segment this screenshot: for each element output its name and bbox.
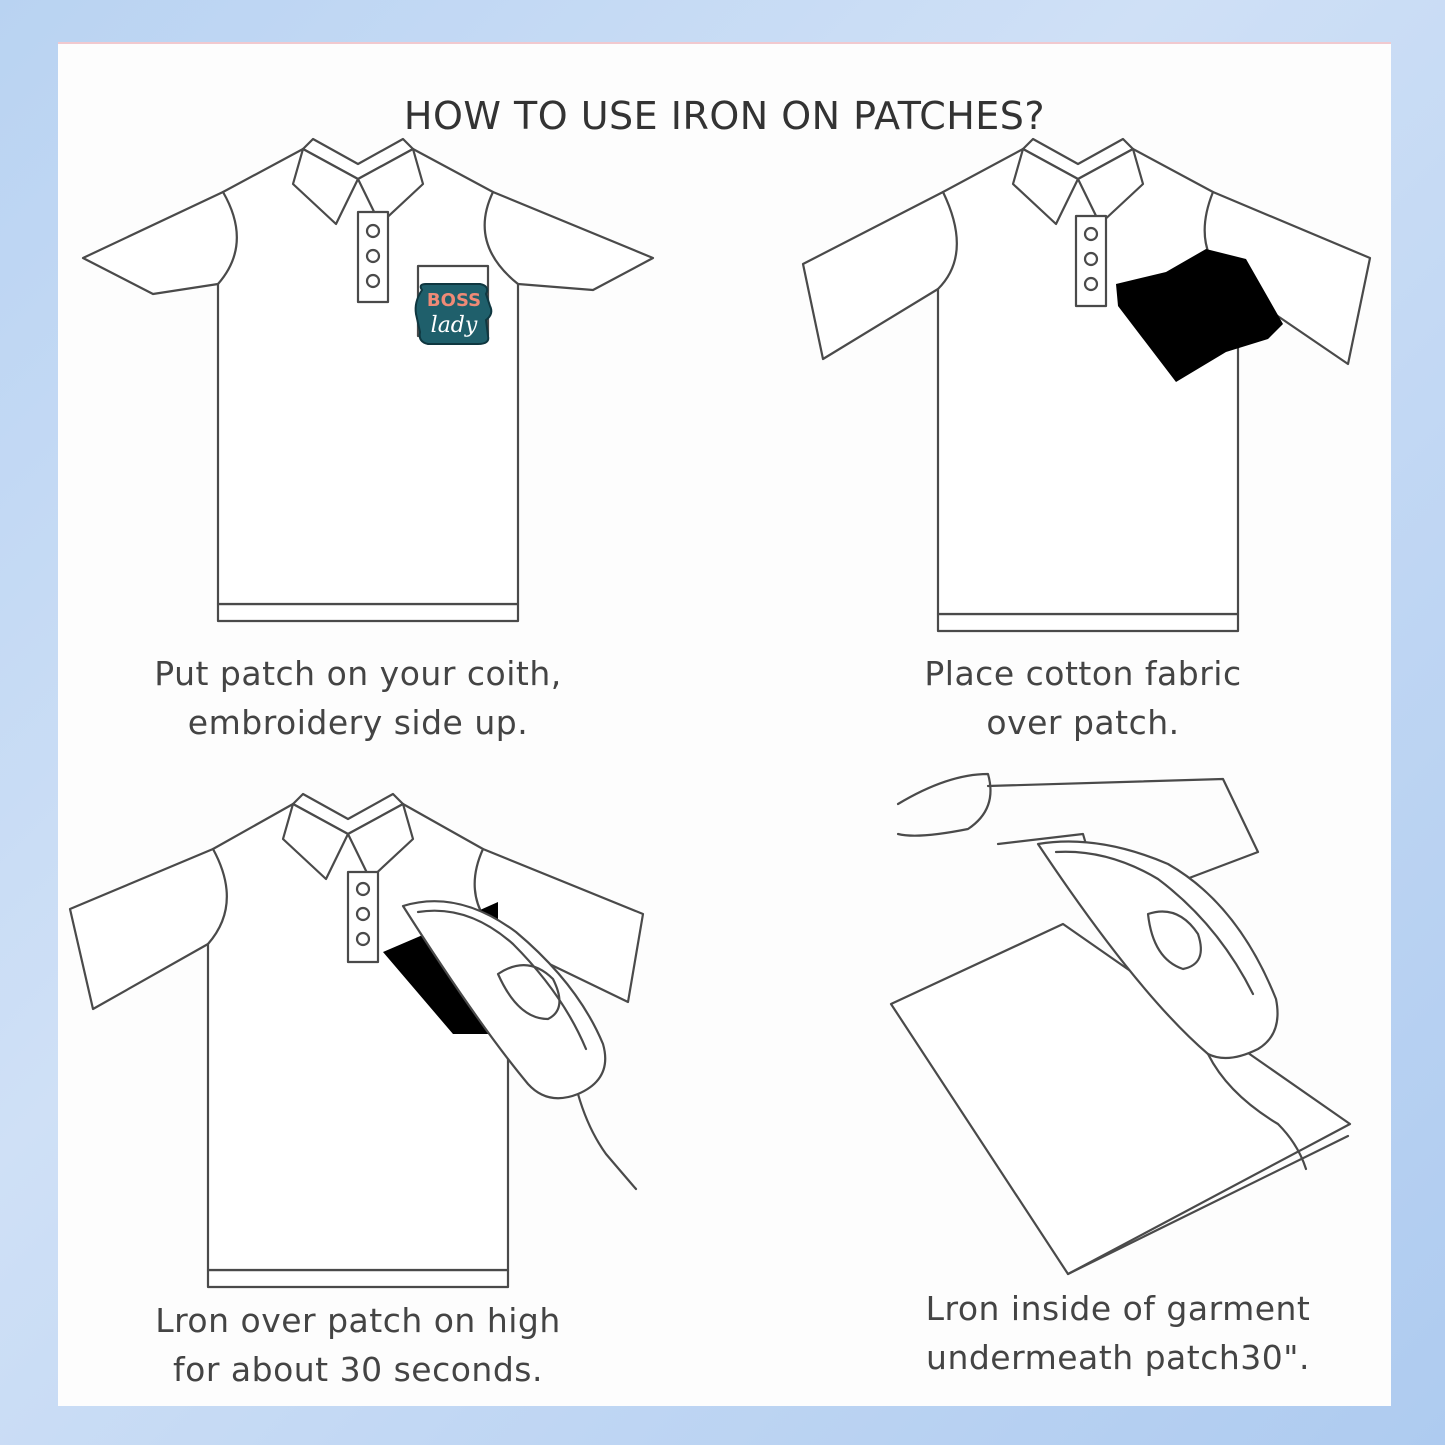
step2-caption: Place cotton fabric over patch. [853,649,1313,747]
step1-caption-line2: embroidery side up. [187,703,529,742]
step3-caption-line1: Lron over patch on high [155,1301,561,1340]
step3-caption: Lron over patch on high for about 30 sec… [118,1296,598,1394]
step4-caption-line2: undermeath patch30". [926,1338,1310,1377]
patch-text-lady: lady [431,313,478,338]
cotton-fabric [1116,249,1283,382]
boss-lady-patch: BOSS lady [414,283,493,345]
iron-icon-step4 [1036,840,1308,1171]
instruction-card: HOW TO USE IRON ON PATCHES? BOSS lady [58,42,1391,1406]
step4-caption: Lron inside of garment undermeath patch3… [878,1284,1358,1382]
step2-caption-line2: over patch. [986,703,1180,742]
step2-caption-line1: Place cotton fabric [924,654,1242,693]
iron-icon [401,900,638,1191]
step1-caption-line1: Put patch on your coith, [154,654,562,693]
step3-caption-line2: for about 30 seconds. [173,1350,543,1389]
step4-garment-illustration [889,772,1352,1276]
page-title: HOW TO USE IRON ON PATCHES? [403,94,1046,138]
step4-caption-line1: Lron inside of garment [925,1289,1311,1328]
patch-text-boss: BOSS [427,290,481,311]
step1-shirt-illustration: BOSS lady [81,137,655,623]
step1-caption: Put patch on your coith, embroidery side… [128,649,588,747]
step3-shirt-illustration [68,792,645,1289]
step2-shirt-illustration [801,137,1372,633]
instruction-illustrations: BOSS lady [68,137,1372,1289]
